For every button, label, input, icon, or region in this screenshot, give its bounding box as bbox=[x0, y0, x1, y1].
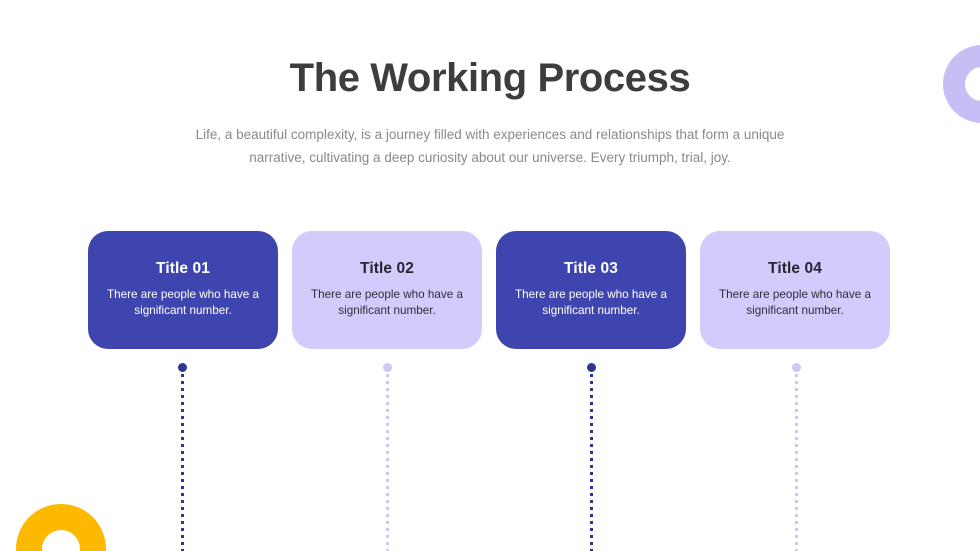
process-card-2[interactable]: Title 02 There are people who have a sign… bbox=[292, 231, 482, 349]
card-title: Title 03 bbox=[564, 260, 618, 278]
slide-header: The Working Process Life, a beautiful co… bbox=[0, 0, 980, 169]
card-title: Title 02 bbox=[360, 260, 414, 278]
card-body: There are people who have a significant … bbox=[718, 288, 872, 317]
card-body: There are people who have a significant … bbox=[310, 288, 464, 317]
connector-dashed-line bbox=[385, 374, 389, 551]
process-card-4[interactable]: Title 04 There are people who have a sign… bbox=[700, 231, 890, 349]
connector-dot-icon bbox=[791, 363, 801, 372]
card-body: There are people who have a significant … bbox=[106, 288, 260, 317]
process-cards-row: Title 01 There are people who have a sign… bbox=[88, 231, 890, 349]
page-title: The Working Process bbox=[289, 56, 691, 100]
card-body: There are people who have a significant … bbox=[514, 288, 668, 317]
decorative-ring-yellow-icon bbox=[16, 504, 106, 551]
process-card-1[interactable]: Title 01 There are people who have a sign… bbox=[88, 231, 278, 349]
page-subtitle: Life, a beautiful complexity, is a journ… bbox=[195, 126, 785, 166]
process-card-3[interactable]: Title 03 There are people who have a sign… bbox=[496, 231, 686, 349]
connector-dot-icon bbox=[586, 363, 596, 372]
card-title: Title 04 bbox=[768, 260, 822, 278]
connector-dot-icon bbox=[177, 363, 187, 372]
connector-dashed-line bbox=[794, 374, 798, 551]
connector-dot-icon bbox=[382, 363, 392, 372]
connector-dashed-line bbox=[180, 374, 184, 551]
card-title: Title 01 bbox=[156, 260, 210, 278]
connector-dashed-line bbox=[589, 374, 593, 551]
